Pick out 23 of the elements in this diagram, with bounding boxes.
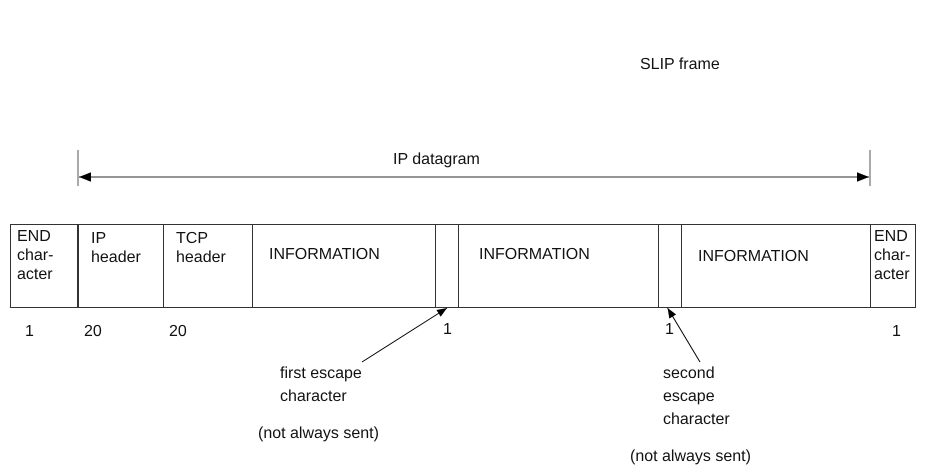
frame-field: INFORMATION: [252, 224, 436, 308]
note: (not always sent): [258, 424, 379, 444]
size-value: 20: [84, 322, 102, 341]
size-value: 1: [892, 322, 901, 341]
escape-field: [435, 224, 459, 308]
frame-field: INFORMATION: [458, 224, 659, 308]
callout-text: second escape character: [663, 364, 731, 430]
diagram-title: SLIP frame: [640, 55, 720, 74]
leader-arrow: [362, 308, 448, 362]
escape-field: [658, 224, 682, 308]
size-value: 20: [169, 322, 187, 341]
dimension-label: IP datagram: [391, 150, 482, 169]
size-value: 1: [25, 322, 34, 341]
frame-field: END char- acter: [10, 224, 78, 308]
size-value: 1: [443, 320, 452, 339]
frame-field: TCP header: [163, 224, 253, 308]
size-value: 1: [665, 320, 674, 339]
frame-field: END char- acter: [870, 224, 916, 308]
leader-arrow: [667, 308, 700, 362]
frame-field: INFORMATION: [681, 224, 871, 308]
callout-text: first escape character: [280, 364, 363, 407]
frame-field: IP header: [78, 224, 164, 308]
note: (not always sent): [630, 447, 751, 467]
